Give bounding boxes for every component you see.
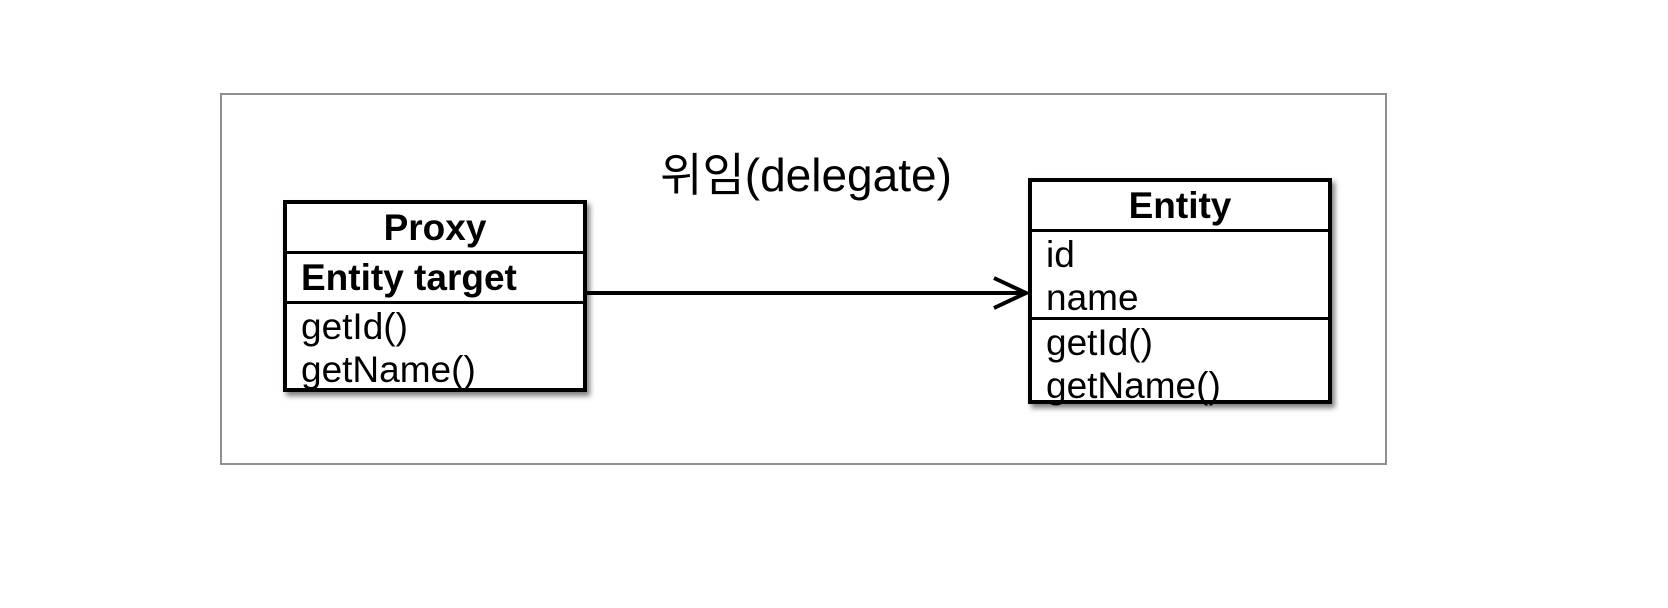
proxy-class-title: Proxy (383, 207, 487, 248)
proxy-methods-compartment: getId() getName() (287, 301, 583, 391)
proxy-field-target: Entity target (301, 257, 517, 298)
entity-method-getid: getId() (1046, 322, 1153, 363)
diagram-frame: 위임(delegate) Proxy Entity target getId()… (220, 93, 1387, 465)
entity-methods-compartment: getId() getName() (1032, 317, 1328, 407)
proxy-fields-compartment: Entity target (287, 251, 583, 301)
delegate-arrow-label: 위임(delegate) (660, 149, 952, 201)
entity-class-title: Entity (1128, 185, 1232, 226)
proxy-class-box: Proxy Entity target getId() getName() (283, 200, 587, 392)
delegate-arrowhead-icon (993, 276, 1031, 310)
entity-fields-compartment: id name (1032, 229, 1328, 318)
proxy-method-getname: getName() (301, 349, 476, 390)
entity-method-getname: getName() (1046, 365, 1221, 406)
entity-field-name: name (1046, 277, 1139, 318)
entity-field-id: id (1046, 234, 1075, 275)
proxy-method-getid: getId() (301, 306, 408, 347)
entity-class-box: Entity id name getId() getName() (1028, 178, 1332, 407)
